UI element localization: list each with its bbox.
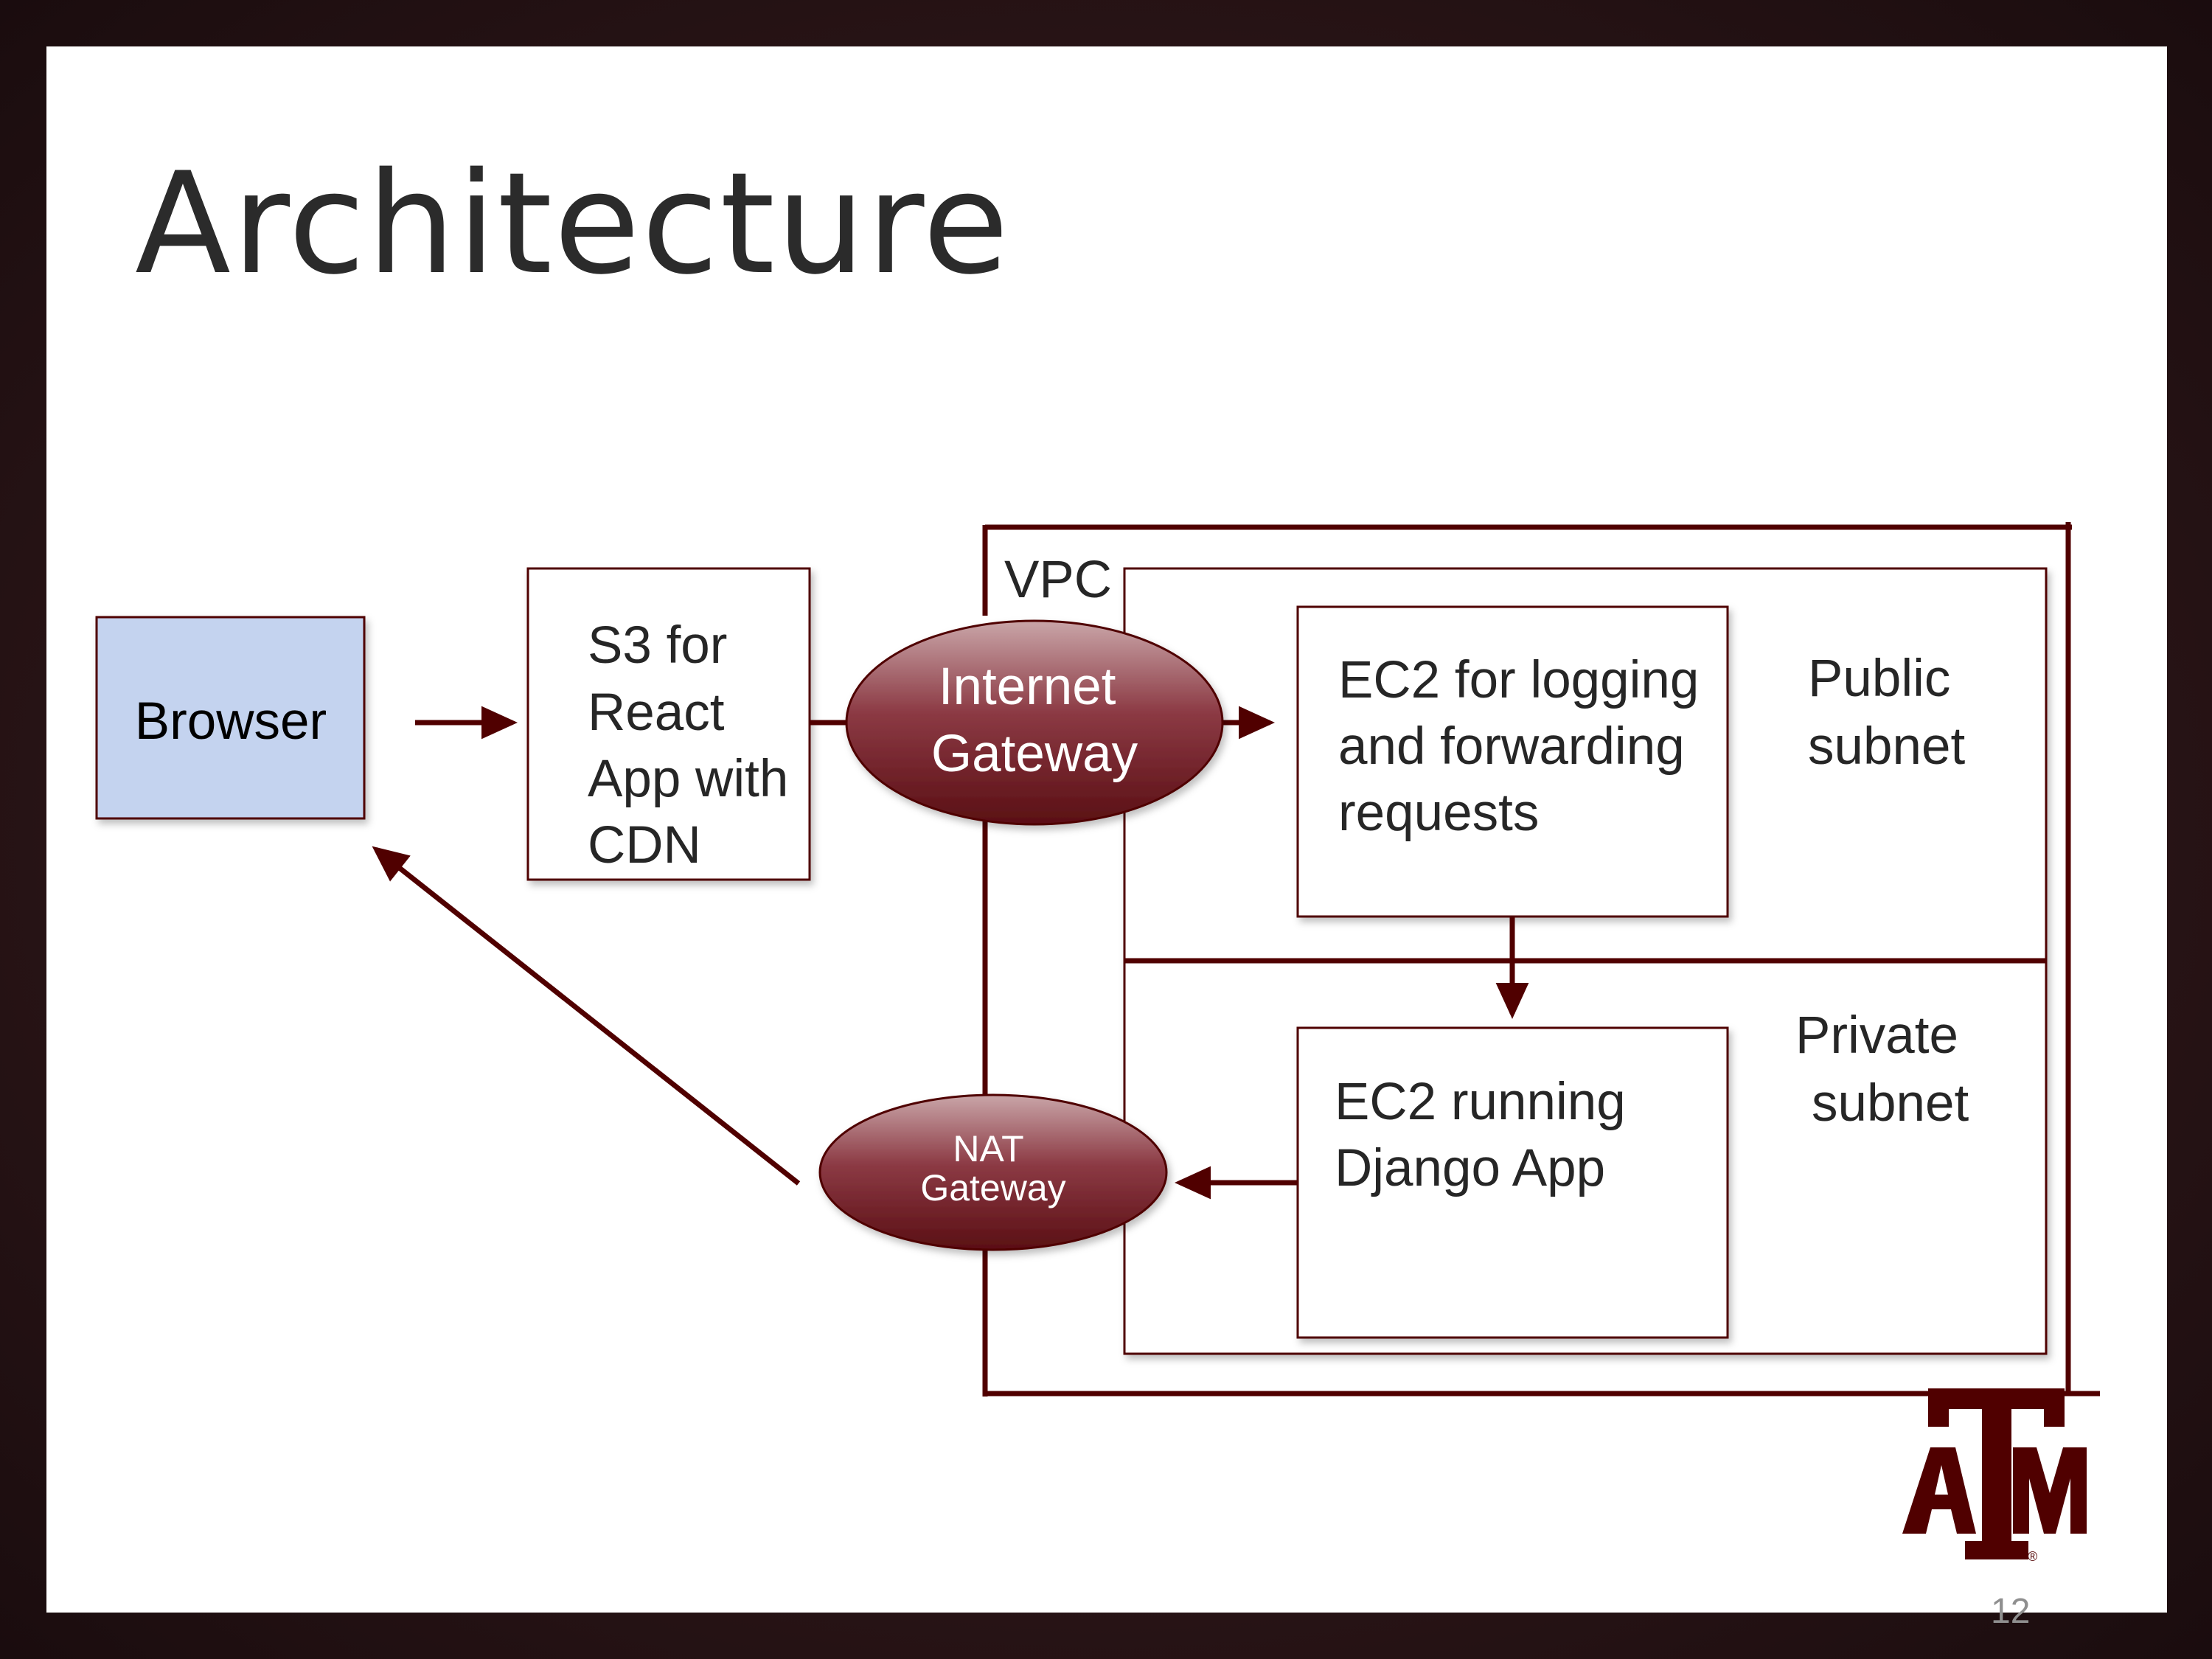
arrow-nat-to-browser	[372, 846, 801, 1186]
page-number: 12	[1991, 1592, 2031, 1631]
ec2-logging-label: EC2 for logging and forwarding requests	[1338, 651, 1714, 842]
internet-gateway-label: Internet Gateway	[931, 658, 1138, 783]
internet-gateway-oval	[845, 619, 1224, 826]
tamu-logo: ®	[1902, 1388, 2087, 1564]
vpc-label: VPC	[1004, 551, 1112, 609]
svg-text:®: ®	[2028, 1549, 2037, 1564]
browser-label: Browser	[135, 692, 327, 751]
connectors	[372, 706, 1529, 1200]
s3-box	[526, 567, 811, 881]
vpc-boundary	[982, 522, 2100, 1397]
nat-gateway-oval	[818, 1093, 1168, 1251]
public-subnet-label: Public subnet	[1808, 650, 1965, 776]
ec2-django-box	[1296, 1026, 1729, 1339]
s3-label: S3 for React App with CDN	[588, 616, 803, 874]
ec2-logging-box	[1296, 605, 1729, 918]
browser-box	[95, 616, 366, 820]
nat-gateway-label: NAT Gateway	[920, 1128, 1065, 1208]
private-subnet-label: Private subnet	[1795, 1006, 1973, 1133]
ec2-django-label: EC2 running Django App	[1335, 1073, 1640, 1197]
slide-title: Architecture	[135, 142, 1011, 305]
